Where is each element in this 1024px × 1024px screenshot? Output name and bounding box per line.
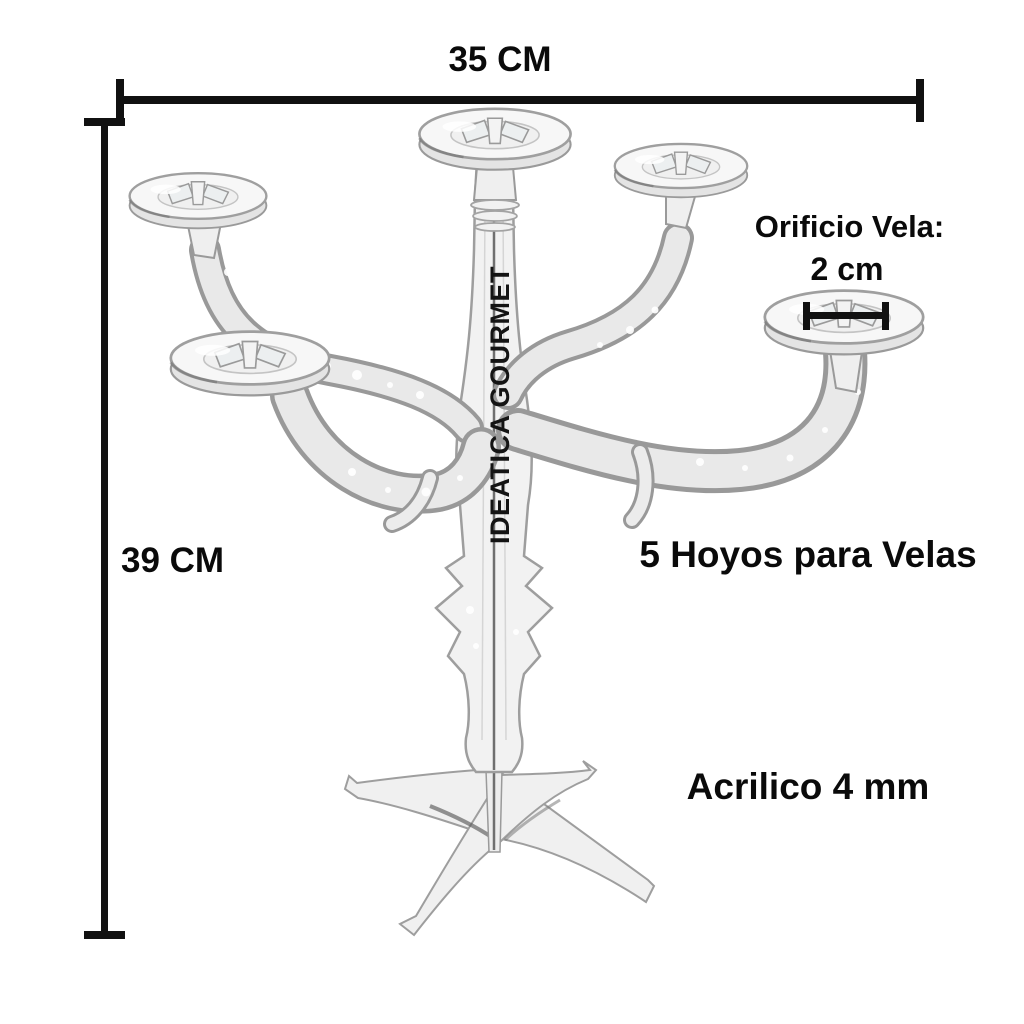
stem-rings: [470, 199, 520, 232]
cross-base: [343, 760, 656, 937]
candle-cup-far-right: [763, 289, 925, 356]
width-dimension-line: [120, 96, 920, 104]
hole-dimension-cap-left: [803, 302, 810, 330]
width-dimension-label: 35 CM: [448, 40, 552, 79]
hole-dimension-cap-right: [882, 302, 889, 330]
width-dimension-cap-left: [116, 79, 124, 122]
feature-holes-label: 5 Hoyos para Velas: [639, 534, 977, 575]
candle-cup-top-center: [418, 107, 572, 172]
height-dimension-label: 39 CM: [121, 541, 225, 580]
hole-size-label: Orificio Vela:: [754, 209, 945, 244]
floral-engraving: [224, 268, 861, 649]
candle-cup-mid-left: [169, 330, 331, 397]
height-dimension-cap-top: [84, 118, 125, 126]
feature-material-label: Acrilico 4 mm: [686, 766, 930, 807]
width-dimension-cap-right: [916, 79, 924, 122]
height-dimension-cap-bottom: [84, 931, 125, 939]
brand-watermark: IDEATICA GOURMET: [485, 266, 515, 544]
hole-dimension-line: [807, 312, 885, 319]
height-dimension-line: [101, 120, 108, 938]
hole-size-value: 2 cm: [810, 251, 884, 287]
candle-cup-upper-left: [128, 172, 268, 230]
candelabra-arms: [189, 222, 868, 533]
candle-cup-upper-right: [613, 142, 749, 199]
